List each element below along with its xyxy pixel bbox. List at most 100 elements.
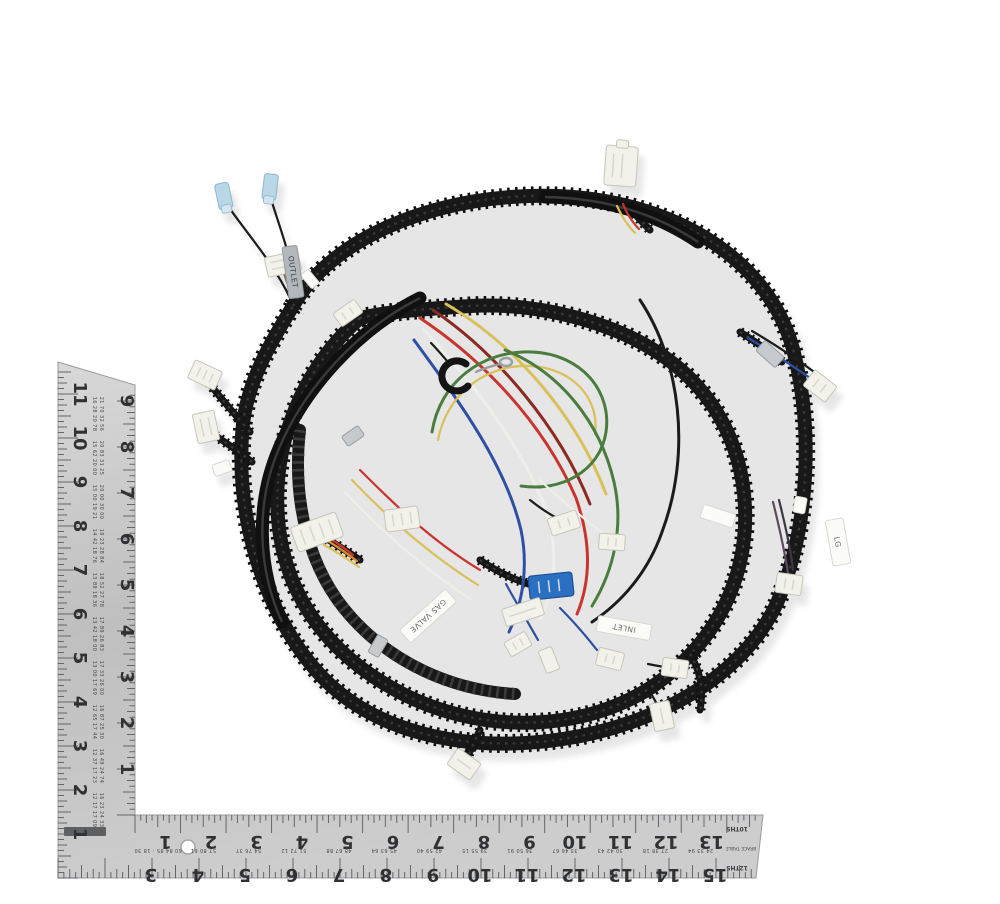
sleeve-band xyxy=(300,269,320,289)
connector-center-b xyxy=(598,532,626,552)
conduit-sleeve xyxy=(300,269,320,289)
ruler-number: 6 xyxy=(286,864,299,885)
conduit-sheen xyxy=(292,429,516,700)
harness-conduits xyxy=(205,186,816,764)
connector-pin xyxy=(537,581,541,594)
connector-pin xyxy=(566,517,571,526)
ruler-number: 4 xyxy=(69,696,90,709)
harness-conduits xyxy=(211,196,822,774)
ruler-number: 27 38 18 xyxy=(642,847,667,853)
ruler-number: 15 62 20 00 xyxy=(91,441,97,476)
ruler-number: 6 xyxy=(69,608,90,621)
connector-pin xyxy=(791,579,795,590)
wire-blue-inlet xyxy=(558,606,599,652)
wire-black-long xyxy=(590,298,681,624)
connector-four-pin xyxy=(383,505,421,533)
conduit-branch-bottom-right xyxy=(686,650,706,714)
ruler-number: 16 28 20 78 xyxy=(91,397,97,432)
connector-pin xyxy=(611,153,615,178)
ruler-number: 60 84 85 · 18 30 xyxy=(134,847,182,853)
label-lg-text: LG xyxy=(832,536,843,548)
ruler-number: 5 xyxy=(239,864,252,885)
conduit-sheen xyxy=(544,195,699,243)
ruler-number: 13 xyxy=(699,831,724,852)
label-outlet-tag xyxy=(281,244,305,300)
connector-pin xyxy=(409,511,413,524)
ruler-number: 11 xyxy=(514,864,539,885)
wire-white-lower xyxy=(343,490,474,602)
ruler-number: 2 xyxy=(116,717,137,730)
clamp-band xyxy=(755,340,785,368)
ruler-number: 2 xyxy=(205,831,218,852)
ruler-number: 51 72 12 xyxy=(281,847,306,853)
connector-pin xyxy=(327,519,335,535)
connector-pin xyxy=(620,154,624,179)
ruler-number: 11 xyxy=(608,831,633,852)
ruler-number: 10 xyxy=(562,831,587,852)
connector-latch xyxy=(615,139,630,149)
ruler-number: 7 xyxy=(69,564,90,577)
wire-white-center xyxy=(538,478,607,537)
connector-pin xyxy=(199,418,205,437)
connector-left-upper xyxy=(187,359,223,391)
connector-pin xyxy=(524,648,531,656)
ruler-number: 14 42 18 76 xyxy=(91,529,97,564)
connector-bottom-center xyxy=(447,748,481,780)
ruler-number: 9 xyxy=(69,476,90,489)
ruler-number: 1 xyxy=(159,831,172,852)
connector-housing xyxy=(595,647,625,671)
wire-yellow-top xyxy=(615,204,637,235)
connector-pin xyxy=(208,373,215,383)
ruler-number: 3 xyxy=(250,831,263,852)
wire-spade-1 xyxy=(226,204,292,300)
connector-pin xyxy=(391,514,395,527)
ruler-number: 9 xyxy=(427,864,440,885)
ruler-number: 30 42 43 xyxy=(597,847,622,853)
ruler-number: 16 87 25 30 xyxy=(98,705,104,740)
ruler-number: 15 xyxy=(702,864,727,885)
tag-body xyxy=(699,504,737,528)
connector-pin xyxy=(511,642,518,650)
wire-yellow-sixpin xyxy=(328,553,367,579)
ruler-number: 17 33 26 00 xyxy=(98,661,104,696)
ruler-number: 33 46 67 xyxy=(552,847,577,853)
clamp-band xyxy=(368,634,388,658)
wire-yellow-sixpin xyxy=(322,543,361,569)
ruler-number: 8 xyxy=(69,520,90,533)
conduit-sheen xyxy=(246,204,813,755)
connector-housing xyxy=(538,646,560,674)
connector-top-main xyxy=(603,139,639,188)
ruler-number: 20 00 30 00 xyxy=(98,485,104,520)
conduit-sheen xyxy=(209,383,251,433)
wire-green-long xyxy=(503,348,620,608)
ruler-number: 16 23 24 33 xyxy=(98,793,104,828)
harness-shadow xyxy=(193,149,843,790)
ruler-number: 8 xyxy=(116,441,137,454)
connector-housing xyxy=(660,657,690,679)
connector-pin xyxy=(299,529,307,545)
connector-bottom-a xyxy=(503,631,533,657)
ruler-number: 57 80 61 xyxy=(190,847,215,853)
ruler-number: 18 52 27 78 xyxy=(98,573,104,608)
connector-pin xyxy=(614,538,618,547)
connector-pin xyxy=(547,580,551,593)
connector-pin xyxy=(518,638,525,646)
ruler-number: 24 33 94 xyxy=(688,847,713,853)
conduit-clamp xyxy=(755,340,785,368)
conduit-rib-texture xyxy=(237,196,822,763)
connector-bottom-b xyxy=(595,647,625,671)
wire-purple-lg xyxy=(771,500,790,575)
ruler-number: 9 xyxy=(523,831,536,852)
connector-housing xyxy=(503,631,533,657)
label-inlet: INLET xyxy=(595,615,653,641)
sleeve-band-left xyxy=(211,459,233,477)
label-lg-tag xyxy=(824,517,852,567)
connector-six-pin xyxy=(290,511,344,553)
connector-pin xyxy=(557,520,562,529)
ruler-number: 13 00 17 69 xyxy=(91,661,97,696)
wire-red xyxy=(418,316,589,616)
ruler-number: 6 xyxy=(116,533,137,546)
sleeve-band xyxy=(792,495,808,515)
